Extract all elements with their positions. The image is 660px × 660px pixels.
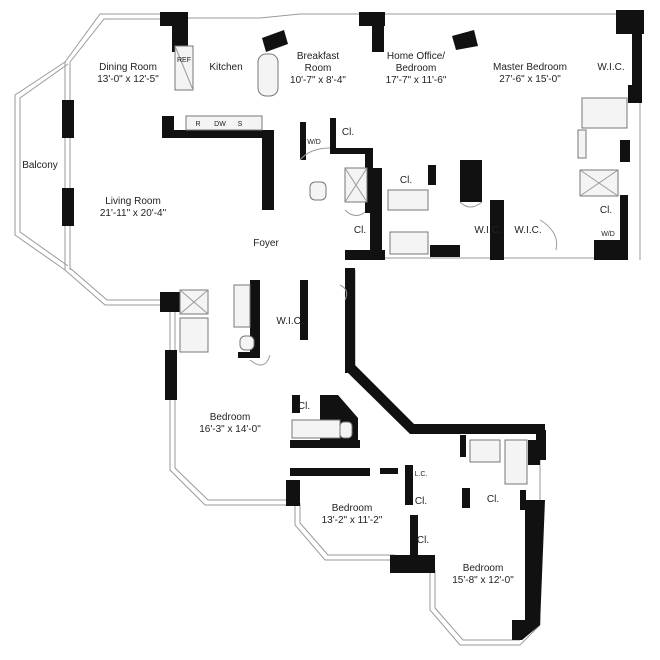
closet-label: Cl. bbox=[487, 494, 499, 505]
bedroom-1-name: Bedroom bbox=[210, 412, 251, 423]
closet-label: Cl. bbox=[298, 401, 310, 412]
living-room-name: Living Room bbox=[105, 196, 161, 207]
breakfast-room-name-2: Room bbox=[305, 63, 332, 74]
breakfast-room-name: Breakfast bbox=[297, 51, 339, 62]
dining-room-dims: 13'-0" x 12'-5" bbox=[97, 74, 159, 85]
washer-dryer-label: W/D bbox=[307, 139, 321, 146]
room-labels: Dining Room 13'-0" x 12'-5" Kitchen Brea… bbox=[22, 51, 567, 586]
wic-label: W.I.C. bbox=[474, 225, 501, 236]
wic-label: W.I.C. bbox=[276, 316, 303, 327]
dishwasher-label: DW bbox=[214, 121, 226, 128]
closet-label: Cl. bbox=[400, 175, 412, 186]
bedroom-3-name: Bedroom bbox=[463, 563, 504, 574]
home-office-name-2: Bedroom bbox=[396, 63, 437, 74]
master-bedroom-dims: 27'-6" x 15'-0" bbox=[499, 74, 561, 85]
bedroom-1-dims: 16'-3" x 14'-0" bbox=[199, 424, 261, 435]
home-office-dims: 17'-7" x 11'-6" bbox=[386, 75, 447, 86]
doors bbox=[249, 147, 558, 366]
closet-label: Cl. bbox=[417, 535, 429, 546]
balcony-name: Balcony bbox=[22, 160, 58, 171]
range-label: R bbox=[195, 121, 200, 128]
wic-label: W.I.C. bbox=[514, 225, 541, 236]
dining-room-name: Dining Room bbox=[99, 62, 157, 73]
foyer-name: Foyer bbox=[253, 238, 279, 249]
wic-label: W.I.C. bbox=[597, 62, 624, 73]
kitchen-name: Kitchen bbox=[209, 62, 242, 73]
walls bbox=[62, 10, 644, 640]
bedroom-3-dims: 15'-8" x 12'-0" bbox=[452, 575, 514, 586]
master-bedroom-name: Master Bedroom bbox=[493, 62, 567, 73]
washer-dryer-label: W/D bbox=[601, 231, 615, 238]
breakfast-room-dims: 10'-7" x 8'-4" bbox=[290, 75, 346, 86]
exterior-outline bbox=[14, 13, 641, 646]
bedroom-2-dims: 13'-2" x 11'-2" bbox=[322, 515, 383, 526]
ref-label: REF bbox=[177, 57, 191, 64]
small-labels: REF R DW S W/D Cl. Cl. Cl. W.I.C. W.I.C.… bbox=[177, 57, 625, 546]
fixtures bbox=[174, 45, 628, 485]
sink-label: S bbox=[238, 121, 243, 128]
home-office-name: Home Office/ bbox=[387, 51, 445, 62]
living-room-dims: 21'-11" x 20'-4" bbox=[100, 208, 167, 219]
closet-label: Cl. bbox=[600, 205, 612, 216]
linen-closet-label: L.C. bbox=[415, 471, 428, 478]
closet-label: Cl. bbox=[415, 496, 427, 507]
closet-label: Cl. bbox=[354, 225, 366, 236]
bedroom-2-name: Bedroom bbox=[332, 503, 373, 514]
closet-label: Cl. bbox=[342, 127, 354, 138]
